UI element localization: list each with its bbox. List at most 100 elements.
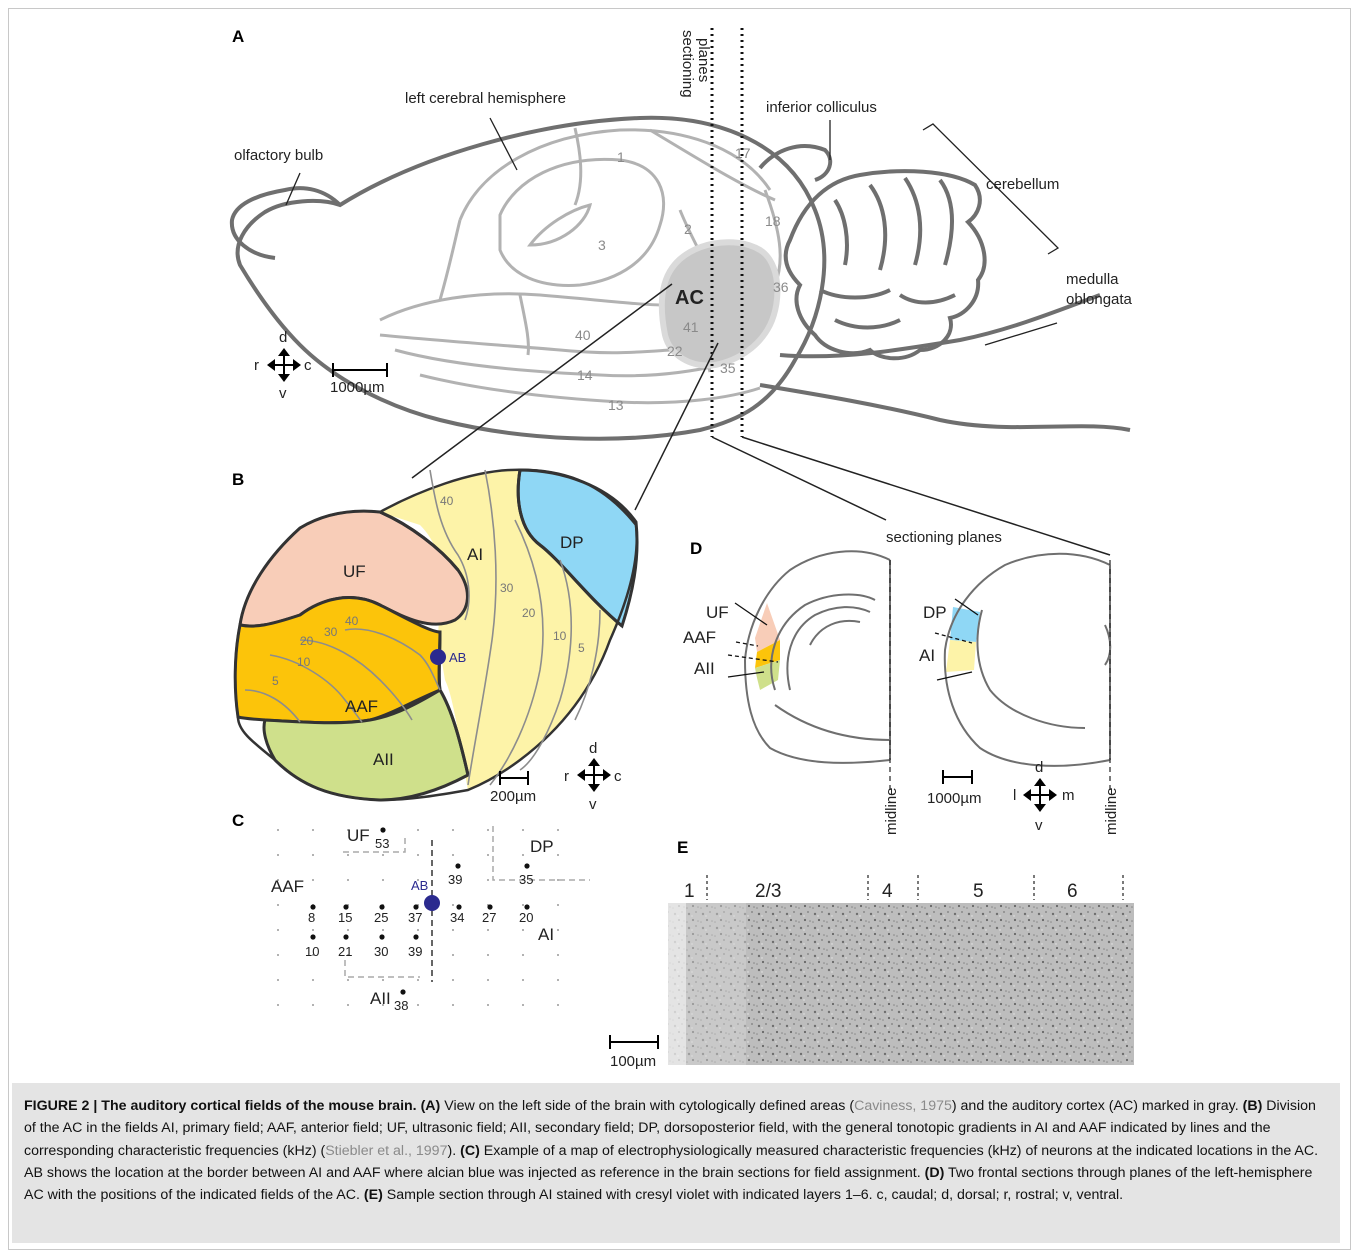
grid-dot: [277, 904, 279, 906]
grid-dot: [312, 879, 314, 881]
area-40-label: 40: [575, 327, 591, 343]
grid-dot: [452, 929, 454, 931]
inferior-colliculus-label: inferior colliculus: [766, 99, 877, 116]
citation-caviness[interactable]: Caviness, 1975: [854, 1098, 952, 1114]
grid-dot: [452, 854, 454, 856]
figure-caption: FIGURE 2 | The auditory cortical fields …: [12, 1083, 1340, 1243]
svg-text:8: 8: [308, 910, 315, 925]
panel-c: C UF 53 DP 35 39 AAF AI AII 38 8: [232, 811, 590, 1013]
svg-text:5: 5: [973, 881, 984, 902]
grid-dot: [522, 829, 524, 831]
svg-text:38: 38: [394, 998, 408, 1013]
grid-dot: [417, 854, 419, 856]
panel-b: B 40 30 20 10 5 40: [232, 470, 637, 813]
panel-c-letter: C: [232, 811, 244, 830]
field-aaf-label: AAF: [345, 697, 378, 716]
grid-dot: [452, 979, 454, 981]
grid-dot: [417, 929, 419, 931]
grid-dot: [312, 929, 314, 931]
svg-text:l: l: [1013, 787, 1016, 804]
svg-text:1: 1: [684, 881, 695, 902]
grid-dot: [277, 1004, 279, 1006]
midline-label-left: midline: [883, 787, 900, 835]
grid-dot: [487, 829, 489, 831]
medulla-label-1: medulla: [1066, 271, 1119, 288]
area-22-label: 22: [667, 343, 683, 359]
svg-text:40: 40: [345, 614, 359, 628]
panel-e-letter: E: [677, 838, 688, 857]
section-aaf-label: AAF: [683, 628, 716, 647]
grid-dot: [312, 1004, 314, 1006]
orientation-cross-d: d v l m: [1013, 759, 1075, 834]
panel-d: D sectioning planes UF AAF A: [683, 529, 1120, 835]
svg-text:27: 27: [482, 910, 496, 925]
figure-artwork: A: [0, 0, 1360, 1080]
panel-a-letter: A: [232, 27, 244, 46]
svg-text:100µm: 100µm: [610, 1053, 656, 1070]
field-aii-label: AII: [373, 750, 394, 769]
grid-dot: [557, 904, 559, 906]
svg-text:AB: AB: [449, 650, 466, 665]
grid-dot: [522, 904, 524, 906]
svg-text:30: 30: [374, 944, 388, 959]
field-dp-label: DP: [560, 533, 584, 552]
svg-text:39: 39: [448, 872, 462, 887]
svg-text:d: d: [279, 329, 287, 346]
area-17-label: 17: [735, 145, 751, 161]
grid-dot: [382, 854, 384, 856]
ab-marker-b: AB: [430, 649, 466, 665]
grid-dot: [557, 829, 559, 831]
svg-text:1000µm: 1000µm: [927, 790, 982, 807]
olfactory-bulb-label: olfactory bulb: [234, 147, 323, 164]
svg-text:c: c: [304, 357, 312, 374]
grid-dot: [452, 1004, 454, 1006]
svg-text:35: 35: [519, 872, 533, 887]
svg-text:34: 34: [450, 910, 464, 925]
svg-text:4: 4: [882, 881, 893, 902]
grid-dot: [487, 979, 489, 981]
grid-dot: [347, 929, 349, 931]
svg-text:15: 15: [338, 910, 352, 925]
grid-dot: [277, 829, 279, 831]
grid-dot: [522, 854, 524, 856]
citation-stiebler[interactable]: Stiebler et al., 1997: [325, 1143, 447, 1159]
grid-dot: [347, 979, 349, 981]
caption-title: FIGURE 2 | The auditory cortical fields …: [24, 1098, 417, 1114]
svg-text:c: c: [614, 768, 622, 785]
grid-dot: [487, 879, 489, 881]
grid-dot: [452, 954, 454, 956]
section-aii-label: AII: [694, 659, 715, 678]
grid-dot: [487, 954, 489, 956]
grid-dot: [557, 879, 559, 881]
svg-text:m: m: [1062, 787, 1075, 804]
field-ai-label: AI: [467, 545, 483, 564]
grid-dot: [557, 979, 559, 981]
grid-dot: [347, 1004, 349, 1006]
grid-dot: [417, 1004, 419, 1006]
svg-text:40: 40: [440, 494, 454, 508]
orientation-cross-a: d v r c: [254, 329, 312, 402]
svg-text:AB: AB: [411, 878, 428, 893]
svg-text:37: 37: [408, 910, 422, 925]
grid-dot: [417, 829, 419, 831]
svg-text:20: 20: [522, 606, 536, 620]
area-13-label: 13: [608, 397, 624, 413]
grid-dot: [487, 929, 489, 931]
svg-text:10: 10: [553, 629, 567, 643]
scale-bar-e: 100µm: [610, 1035, 658, 1070]
area-2-label: 2: [684, 221, 692, 237]
grid-dot: [382, 879, 384, 881]
orientation-cross-b: d v r c: [564, 740, 622, 813]
svg-text:10: 10: [305, 944, 319, 959]
grid-dot: [417, 979, 419, 981]
grid-dot: [557, 954, 559, 956]
svg-text:30: 30: [324, 625, 338, 639]
section-dp-label: DP: [923, 603, 947, 622]
grid-dot: [452, 904, 454, 906]
grid-dot: [277, 854, 279, 856]
layer-labels: 1 2/3 4 5 6: [684, 881, 1078, 902]
map-ai-label: AI: [538, 925, 554, 944]
grid-dot: [522, 954, 524, 956]
ac-label: AC: [675, 287, 704, 309]
grid-dot: [487, 854, 489, 856]
